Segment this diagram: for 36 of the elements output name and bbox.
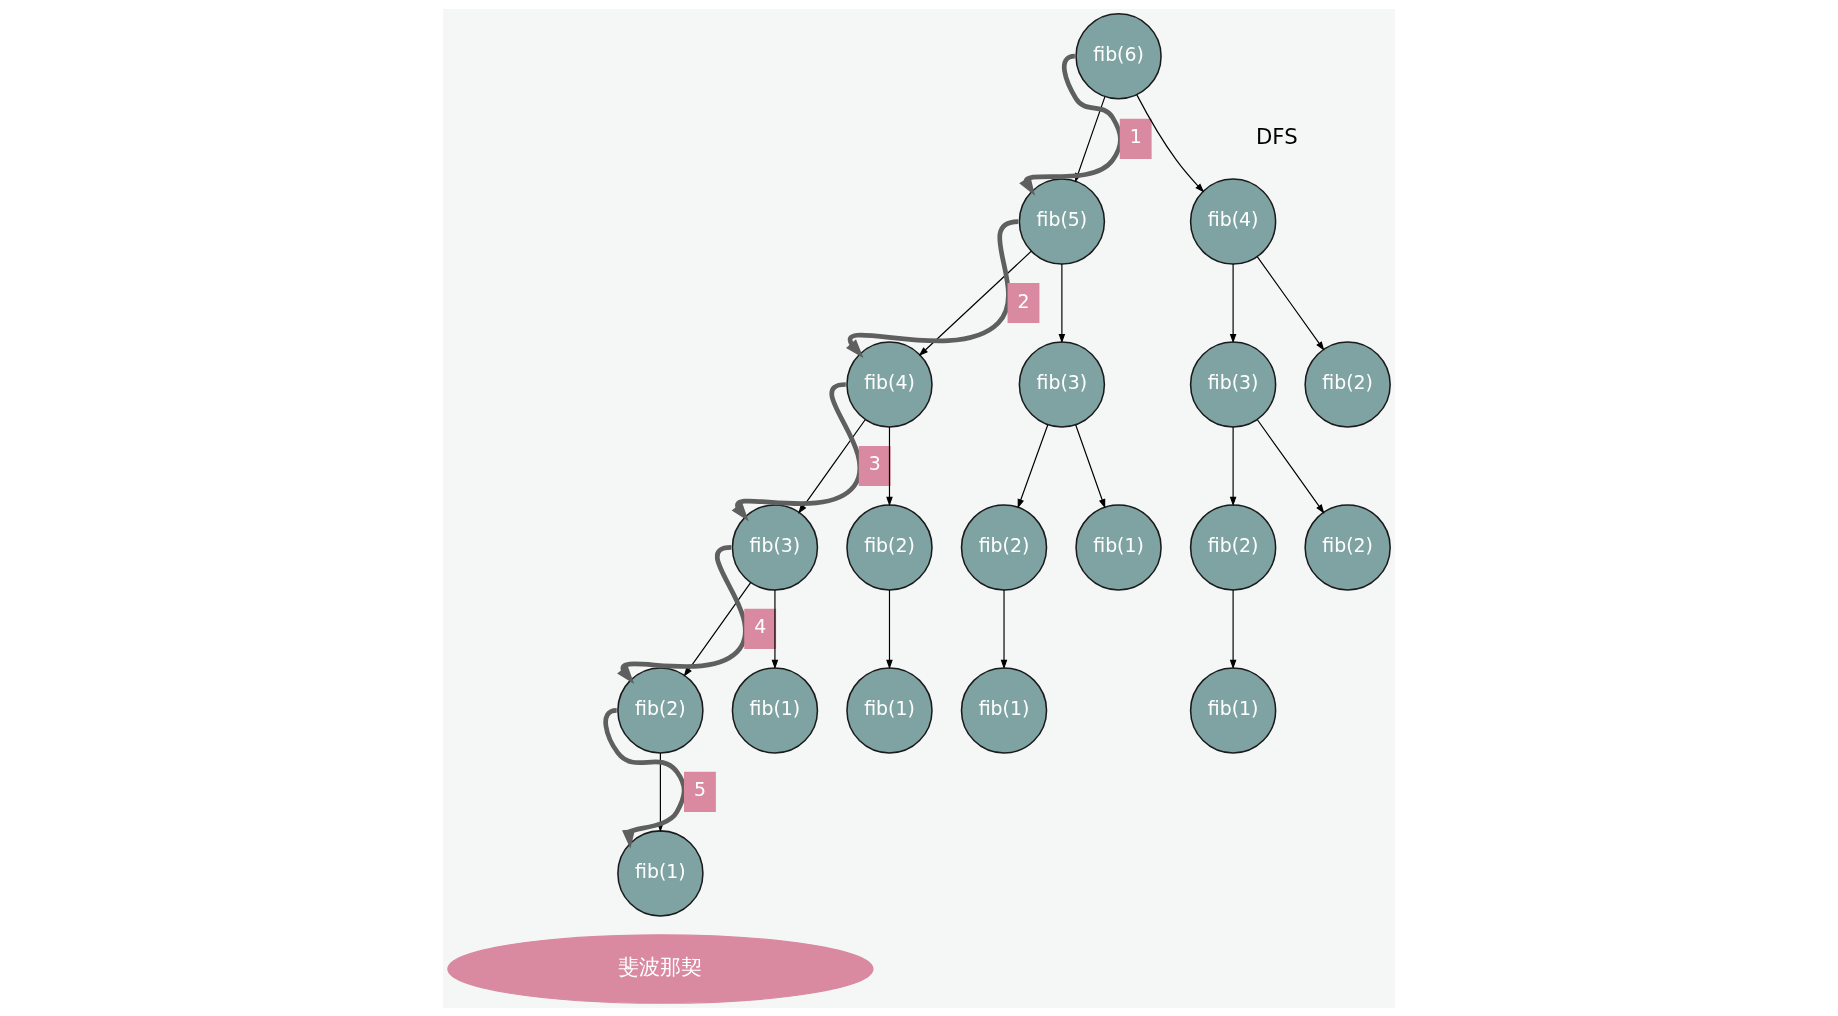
edge-label: 4 xyxy=(754,614,767,637)
arrow xyxy=(1256,255,1325,351)
node-circle: fib(1) xyxy=(731,666,819,754)
node-ellipse: 斐波那契 xyxy=(447,933,874,1004)
arrow xyxy=(1229,425,1237,506)
arrow xyxy=(1256,418,1325,514)
edge-label: 3 xyxy=(868,451,881,474)
edge-label: 2 xyxy=(1017,289,1030,312)
arrow xyxy=(886,425,893,506)
node-circle: fib(1) xyxy=(1189,666,1277,754)
arrow xyxy=(1136,93,1205,193)
node-circle: fib(2) xyxy=(1189,503,1277,591)
arrow xyxy=(1229,588,1237,669)
arrow xyxy=(1075,423,1106,509)
node-circle: fib(2) xyxy=(960,503,1048,591)
label: DFS xyxy=(1255,123,1298,149)
arrow xyxy=(1017,423,1049,509)
edge-label: 1 xyxy=(1129,124,1142,147)
arrow xyxy=(846,218,1019,358)
arrow xyxy=(798,418,866,514)
node-circle: fib(3) xyxy=(1189,340,1277,428)
arrow xyxy=(1058,263,1066,343)
node-circle: fib(3) xyxy=(1018,340,1106,428)
arrow xyxy=(1229,263,1237,343)
node-circle: fib(1) xyxy=(1075,503,1162,591)
node-circle: fib(6) xyxy=(1075,12,1162,99)
arrow xyxy=(886,588,893,669)
arrow xyxy=(918,250,1032,356)
arrow xyxy=(1000,588,1008,669)
node-circle: fib(4) xyxy=(1189,177,1277,265)
arrow xyxy=(683,581,752,677)
node-circle: fib(2) xyxy=(846,503,933,591)
edge-label: 5 xyxy=(694,777,707,800)
arrow xyxy=(771,588,779,669)
node-circle: fib(1) xyxy=(960,666,1048,754)
node-circle: fib(1) xyxy=(846,666,933,754)
